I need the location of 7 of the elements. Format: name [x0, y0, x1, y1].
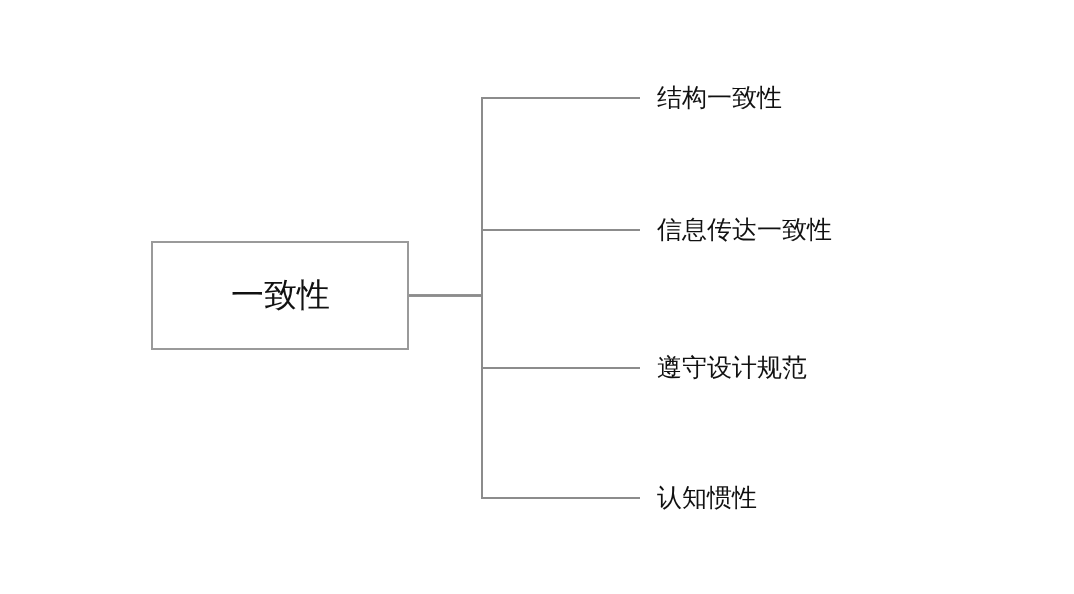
- branch-label: 认知惯性: [640, 481, 757, 515]
- connector-line: [408, 294, 641, 499]
- topic-box: [151, 241, 409, 350]
- branch-label: 信息传达一致性: [640, 213, 832, 247]
- branch-label: 结构一致性: [640, 81, 782, 115]
- branch-label: 遵守设计规范: [640, 351, 807, 385]
- topic-text: 一致性: [230, 274, 330, 316]
